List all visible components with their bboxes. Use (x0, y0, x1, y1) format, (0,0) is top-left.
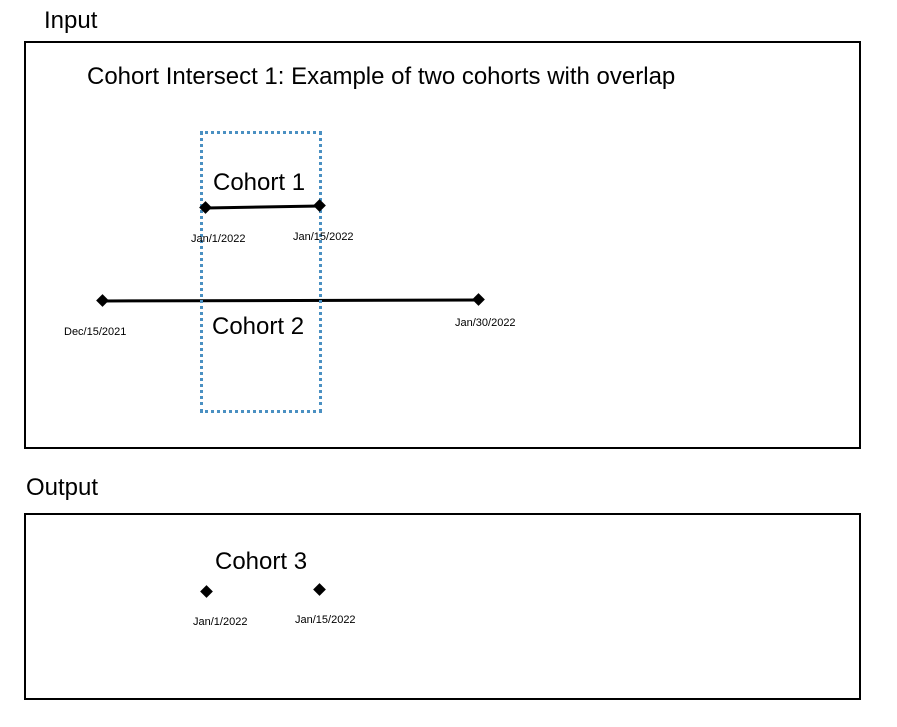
output-section-label: Output (26, 474, 99, 501)
cohort-3-label: Cohort 3 (215, 548, 308, 575)
cohort-3-end-date: Jan/15/2022 (295, 614, 356, 626)
overlap-highlight-box (200, 131, 322, 413)
cohort-1-label: Cohort 1 (213, 169, 306, 196)
cohort-2-label: Cohort 2 (212, 313, 305, 340)
input-panel (24, 41, 861, 449)
input-panel-title: Cohort Intersect 1: Example of two cohor… (87, 63, 676, 90)
output-panel (24, 513, 861, 700)
cohort-2-start-date: Dec/15/2021 (64, 326, 127, 338)
cohort-1-start-date: Jan/1/2022 (191, 233, 246, 245)
cohort-1-end-date: Jan/15/2022 (293, 231, 354, 243)
cohort-1-line (205, 204, 321, 210)
cohort-3-start-date: Jan/1/2022 (193, 616, 248, 628)
cohort-2-line (102, 298, 480, 303)
input-section-label: Input (44, 7, 98, 34)
cohort-2-end-date: Jan/30/2022 (455, 317, 516, 329)
